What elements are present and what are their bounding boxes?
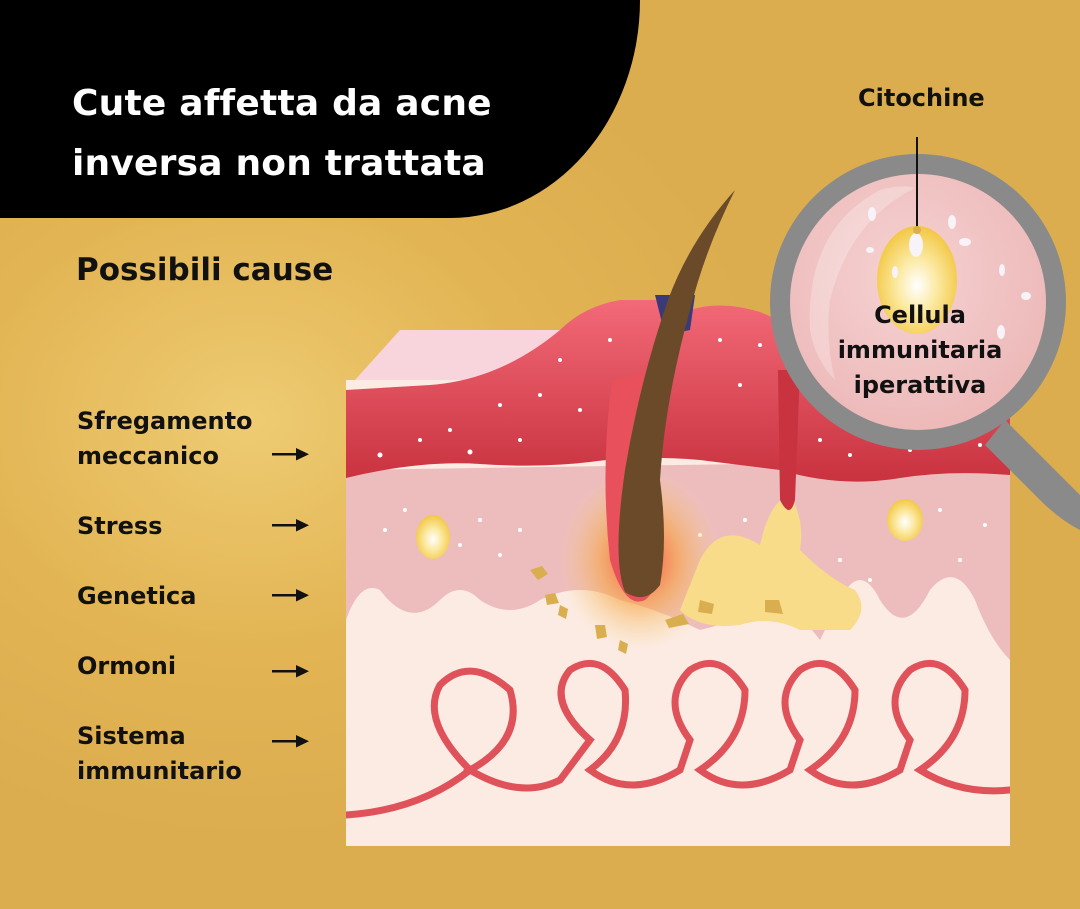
hair-shaft <box>618 190 735 598</box>
cause-arrows <box>272 448 309 748</box>
title-line-1: Cute affetta da acne <box>72 83 492 124</box>
sebum-fragments <box>530 566 783 654</box>
cause-item-stress: Stress <box>77 512 163 540</box>
cause-item-mechanical-friction: Sfregamento meccanico <box>77 407 253 470</box>
causes-heading: Possibili cause <box>76 252 334 288</box>
cause-item-immune-system: Sistema immunitario <box>77 722 242 785</box>
cause-item-genetics: Genetica <box>77 582 197 610</box>
immune-cell-right <box>887 499 923 541</box>
hyperactive-immune-cell <box>877 226 957 334</box>
magnifier-handle <box>985 420 1080 530</box>
immune-cell-left <box>416 515 450 559</box>
page-title: Cute affetta da acne inversa non trattat… <box>72 74 492 194</box>
blood-vessel <box>346 659 1010 819</box>
pointer-dot <box>913 226 921 234</box>
dermis-cells <box>383 508 987 582</box>
cause-item-hormones: Ormoni <box>77 652 177 680</box>
inflamed-duct <box>778 370 800 510</box>
cytokines <box>866 207 1031 339</box>
title-banner: Cute affetta da acne inversa non trattat… <box>0 0 640 218</box>
title-line-2: inversa non trattata <box>72 143 486 184</box>
hyperactive-immune-cell-label: Cellula immunitaria iperattiva <box>837 301 1003 399</box>
cytokines-label: Citochine <box>858 84 985 112</box>
magnifying-glass-icon <box>770 137 1080 530</box>
sebum-spread <box>680 495 862 630</box>
